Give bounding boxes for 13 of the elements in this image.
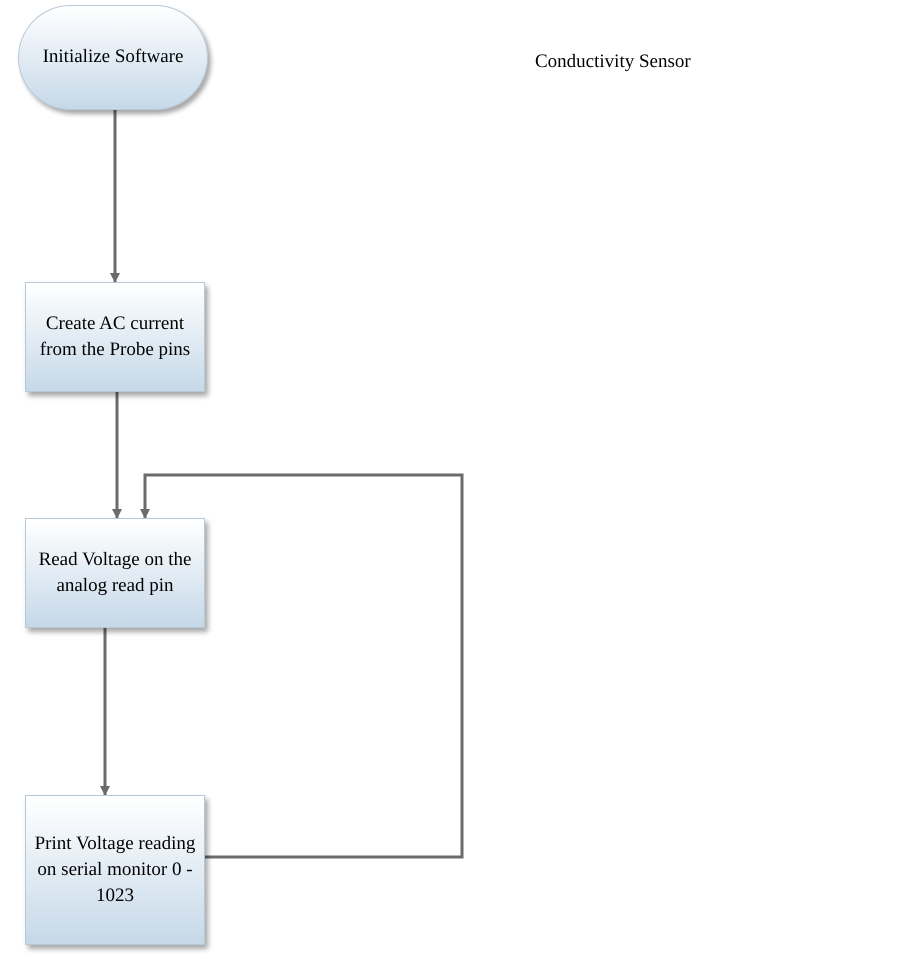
- process-box: [25, 518, 205, 628]
- arrow: [100, 628, 110, 796]
- arrow: [112, 392, 122, 519]
- process-box: [25, 795, 205, 945]
- process-box: [25, 282, 205, 392]
- arrow: [110, 110, 120, 283]
- node-label: Read Voltage on the analog read pin: [38, 548, 192, 598]
- node-label: Create AC current from the Probe pins: [38, 312, 192, 362]
- node-label: Print Voltage reading on serial monitor 0 - 1023: [34, 832, 196, 908]
- terminal-shape: [18, 5, 208, 110]
- arrow: [140, 474, 464, 858]
- node-label: Initialize Software: [42, 45, 184, 70]
- diagram-title: Conductivity Sensor: [535, 50, 691, 74]
